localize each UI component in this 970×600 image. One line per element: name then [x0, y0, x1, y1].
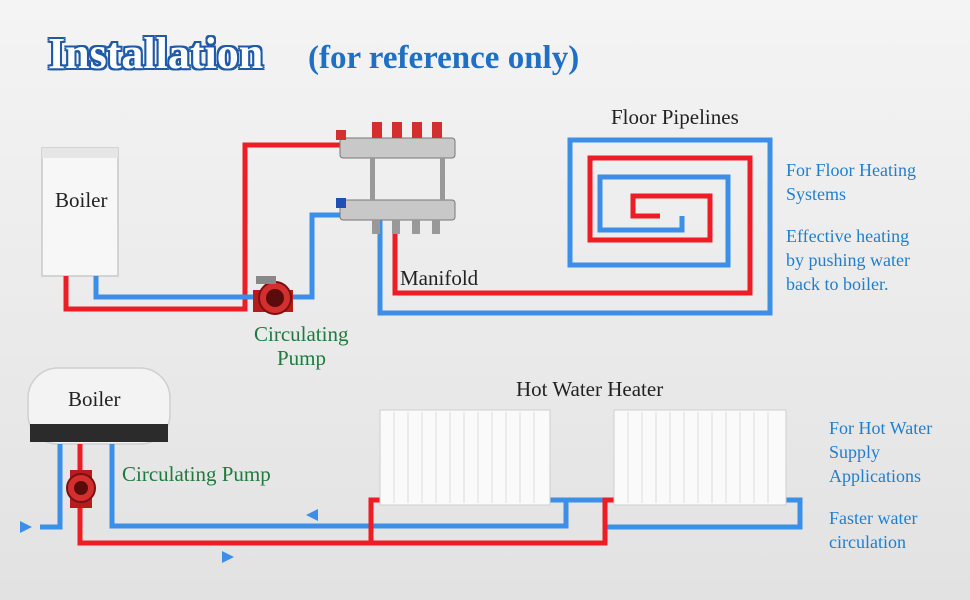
pump-label-line2: Pump — [277, 346, 327, 370]
radiator-right — [613, 409, 787, 506]
water-note-line3: Applications — [829, 466, 921, 486]
flow-arrow-return — [306, 509, 318, 521]
water-note-line1: For Hot Water — [829, 418, 933, 438]
water-note-line2: Supply — [829, 442, 881, 462]
boiler-label-floor: Boiler — [55, 188, 108, 212]
floor-desc-line3: back to boiler. — [786, 274, 889, 294]
flow-arrow-outlet — [222, 551, 234, 563]
floor-desc-line2: by pushing water — [786, 250, 910, 270]
wall-boiler — [41, 147, 119, 277]
page-subtitle: (for reference only) — [308, 40, 580, 76]
water-pump-label: Circulating Pump — [122, 462, 271, 486]
water-heater-boiler — [27, 367, 171, 445]
flow-arrow-inlet — [20, 521, 32, 533]
water-desc-line1: Faster water — [829, 508, 918, 528]
water-circulating-pump — [66, 470, 96, 508]
manifold — [336, 122, 456, 234]
floor-heating-pipes — [63, 137, 773, 316]
manifold-label: Manifold — [400, 266, 479, 290]
pump-label-line1: Circulating — [254, 322, 349, 346]
floor-pipelines-label: Floor Pipelines — [611, 105, 739, 129]
radiator-left — [379, 409, 551, 506]
floor-note-line2: Systems — [786, 184, 847, 204]
water-desc-line2: circulation — [829, 532, 906, 552]
floor-desc-line1: Effective heating — [786, 226, 910, 246]
boiler-label-water: Boiler — [68, 387, 121, 411]
page-title: Installation — [48, 29, 264, 78]
hot-water-heater-label: Hot Water Heater — [516, 377, 664, 401]
floor-circulating-pump — [253, 276, 293, 315]
floor-note-line1: For Floor Heating — [786, 160, 916, 180]
